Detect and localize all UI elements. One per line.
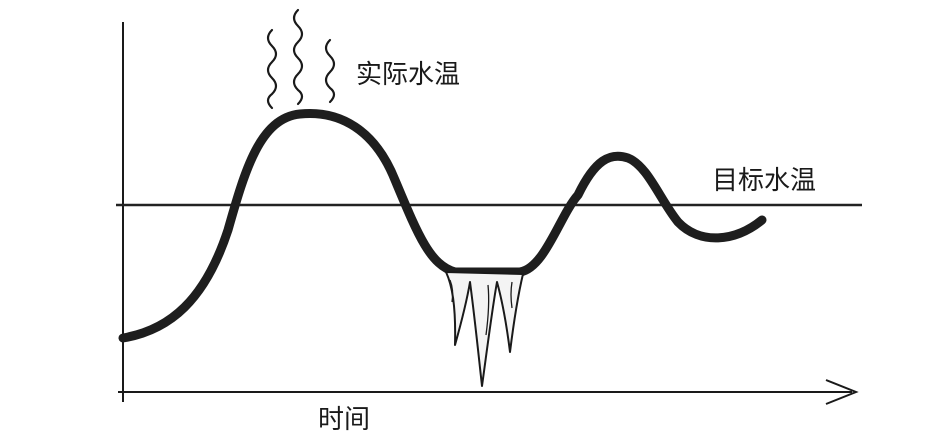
- actual-temp-curve: [118, 109, 767, 343]
- ice-icon: [445, 271, 524, 387]
- target-temp-label: 目标水温: [712, 166, 816, 196]
- steam-icon: [266, 8, 336, 110]
- x-axis: [118, 379, 859, 405]
- x-axis-arrowhead: [825, 379, 859, 405]
- actual-temp-label: 实际水温: [356, 60, 460, 90]
- x-axis-label: 时间: [318, 405, 370, 435]
